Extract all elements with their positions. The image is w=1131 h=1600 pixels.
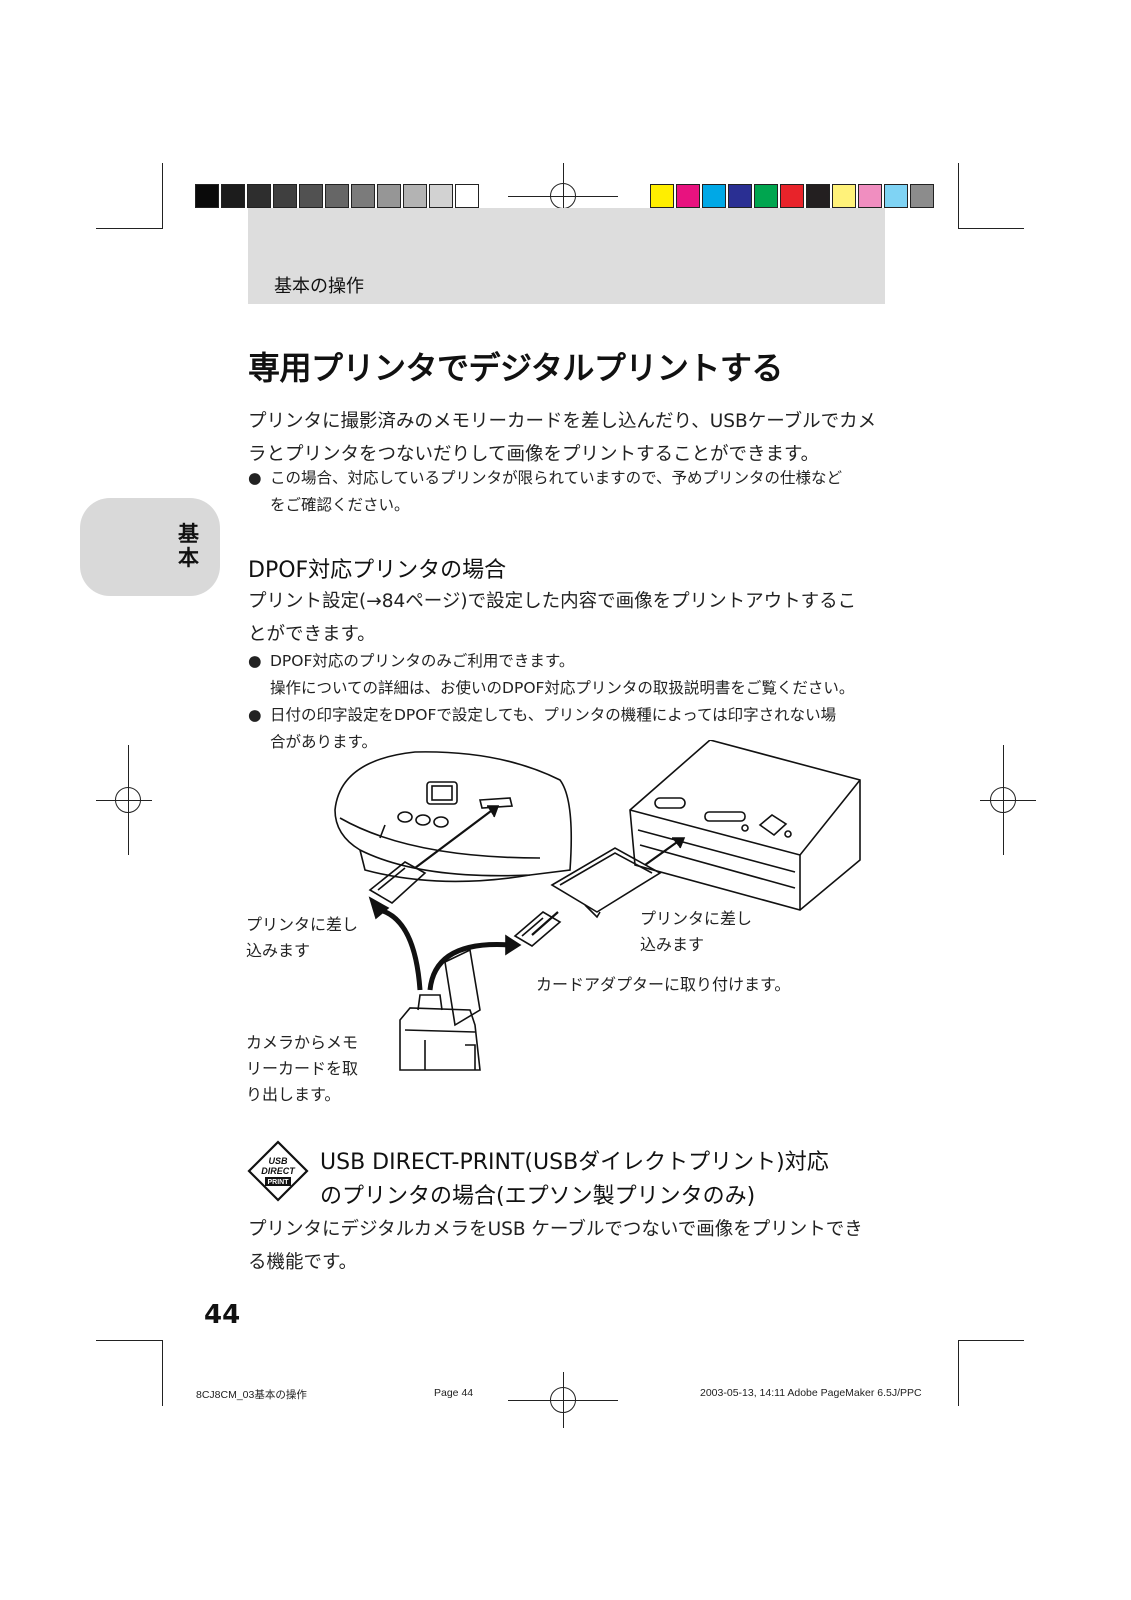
usb-heading: USB DIRECT-PRINT(USBダイレクトプリント)対応 のプリンタの場…: [320, 1150, 829, 1209]
arrow-head: [368, 896, 390, 920]
color-swatch: [429, 184, 453, 208]
arrow-head: [487, 805, 500, 818]
footer-page: Page 44: [434, 1387, 474, 1399]
dpof-paragraph: プリント設定(→84ページ)で設定した内容で画像をプリントアウトするこ とができ…: [248, 591, 857, 645]
color-swatch: [910, 184, 934, 208]
usb-paragraph: プリンタにデジタルカメラをUSB ケーブルでつないで画像をプリントでき る機能で…: [248, 1219, 863, 1273]
color-swatch: [806, 184, 830, 208]
color-swatch: [780, 184, 804, 208]
usb-logo-text: DIRECT: [261, 1166, 296, 1176]
caption-camera: カメラからメモ リーカードを取 り出します。: [246, 1033, 359, 1104]
curved-arrow-left: [379, 907, 423, 991]
camera-icon: [399, 948, 481, 1071]
arrow-head: [505, 934, 522, 956]
usb-logo-text: PRINT: [268, 1179, 290, 1186]
curved-arrow-right: [427, 942, 511, 991]
footer-file: 8CJ8CM_03基本の操作: [196, 1389, 307, 1401]
color-swatch: [650, 184, 674, 208]
color-swatch: [676, 184, 700, 208]
printer-illustration: [334, 740, 861, 1071]
color-swatch: [273, 184, 297, 208]
chapter-tab-label: 基本: [178, 522, 199, 570]
color-swatch: [403, 184, 427, 208]
color-swatch: [247, 184, 271, 208]
bullet: ●: [248, 652, 262, 670]
arrow-head: [672, 837, 686, 849]
photo-printer-right-icon: [629, 740, 861, 911]
color-swatch: [351, 184, 375, 208]
usb-logo-text: USB: [268, 1156, 288, 1166]
color-swatch: [455, 184, 479, 208]
page-number: 44: [204, 1300, 241, 1330]
bullet: ●: [248, 469, 262, 487]
color-swatch: [325, 184, 349, 208]
dpof-notes: ●DPOF対応のプリンタのみご利用できます。 操作についての詳細は、お使いのDP…: [248, 648, 888, 756]
color-swatch: [858, 184, 882, 208]
color-swatch: [299, 184, 323, 208]
intro-line: ラとプリンタをつないだりして画像をプリントすることができます。: [248, 444, 820, 465]
color-swatch: [221, 184, 245, 208]
memory-card-icon: [368, 861, 427, 904]
caption-insert-right: プリンタに差し 込みます: [640, 909, 753, 954]
insert-arrow-adapter: [531, 911, 559, 936]
caption-adapter: カードアダプターに取り付けます。: [536, 975, 791, 994]
photo-printer-left-icon: [334, 751, 572, 883]
chapter-tab: [80, 498, 220, 596]
insert-arrow-right: [644, 839, 681, 866]
color-swatch: [832, 184, 856, 208]
insert-arrow-left: [414, 807, 496, 869]
section-label: 基本の操作: [274, 276, 364, 297]
memory-card-small-icon: [513, 911, 562, 947]
intro-note: ●この場合、対応しているプリンタが限られていますので、予めプリンタの仕様など を…: [248, 465, 888, 519]
color-swatch: [884, 184, 908, 208]
caption-insert-left: プリンタに差し 込みます: [246, 915, 359, 960]
color-swatch: [195, 184, 219, 208]
page-title: 専用プリンタでデジタルプリントする: [248, 349, 783, 387]
header-band: [248, 208, 885, 304]
color-swatch: [754, 184, 778, 208]
bullet: ●: [248, 706, 262, 724]
card-adapter-icon: [550, 847, 662, 919]
intro-line: プリンタに撮影済みのメモリーカードを差し込んだり、USBケーブルでカメ: [248, 411, 877, 432]
color-swatch: [377, 184, 401, 208]
footer-stamp: 2003-05-13, 14:11 Adobe PageMaker 6.5J/P…: [700, 1387, 922, 1399]
usb-direct-print-logo: USB DIRECT PRINT: [247, 1140, 309, 1202]
color-swatch: [728, 184, 752, 208]
dpof-heading: DPOF対応プリンタの場合: [248, 558, 507, 583]
color-swatch: [702, 184, 726, 208]
intro-paragraph: プリンタに撮影済みのメモリーカードを差し込んだり、USBケーブルでカメ ラとプリ…: [248, 405, 888, 471]
